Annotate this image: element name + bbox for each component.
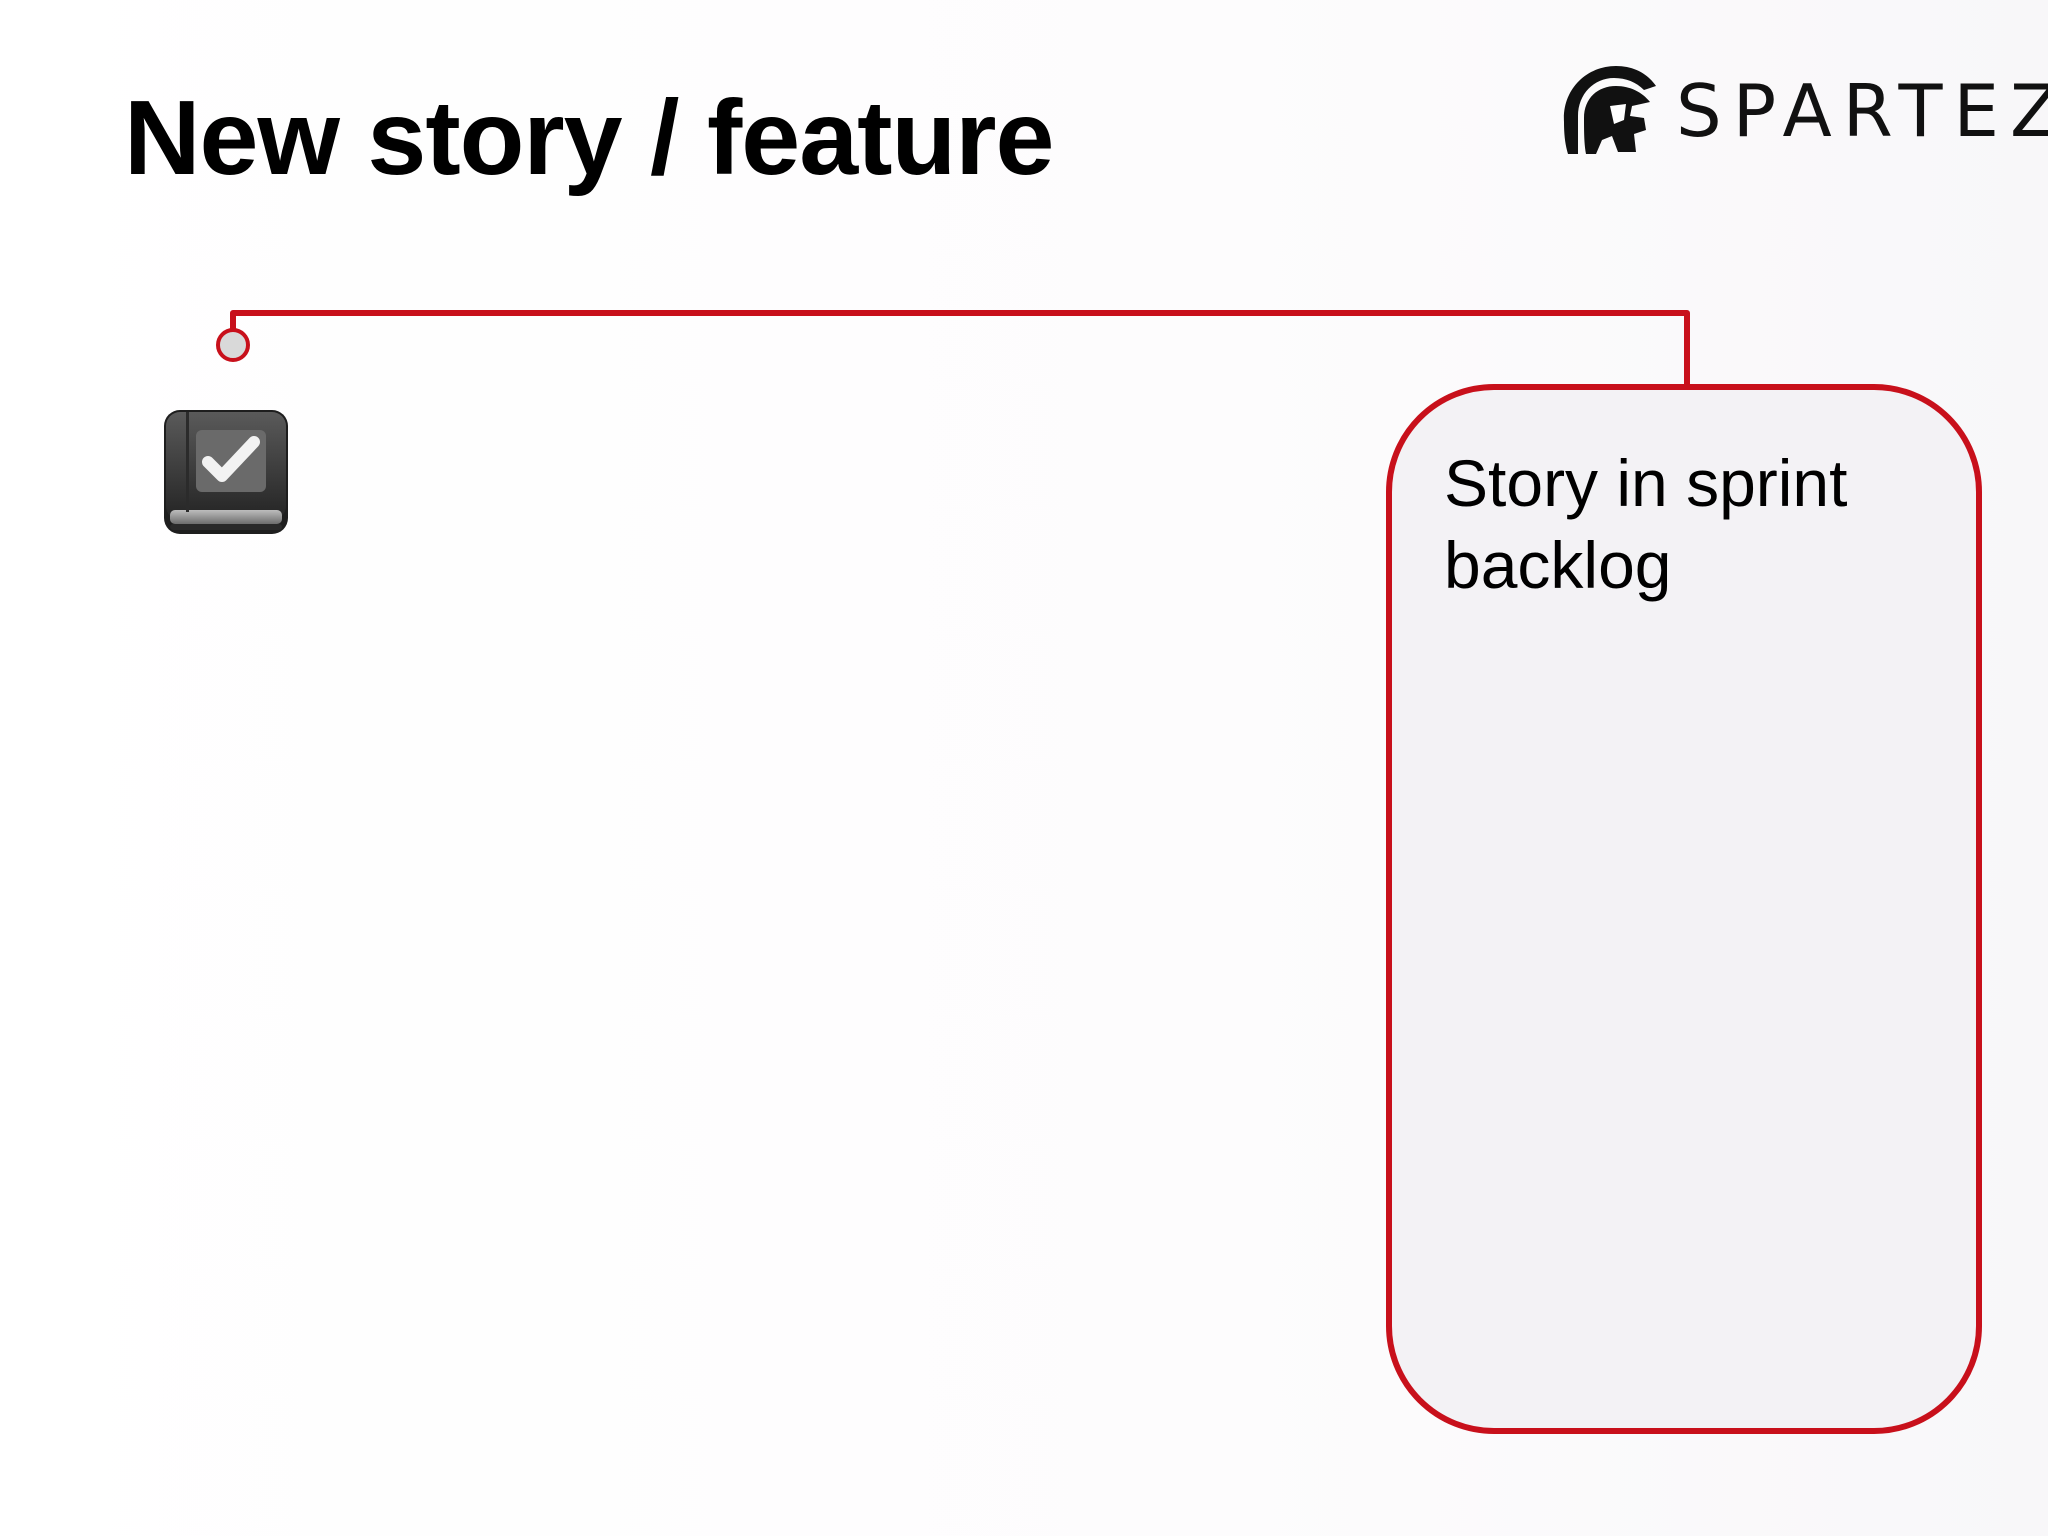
stage-card-story-in-sprint-backlog: Story in sprint backlog [1386,384,1982,1434]
logo-wordmark: SPARTEZ [1676,69,2048,153]
spartez-logo: SPARTEZ [1556,60,2048,160]
story-book-check-icon [160,406,292,538]
connector-line [230,310,1690,384]
slide-title: New story / feature [124,79,1054,197]
start-dot [216,328,250,362]
stage-label: Story in sprint backlog [1444,446,1848,602]
spartan-helmet-icon [1563,66,1656,154]
